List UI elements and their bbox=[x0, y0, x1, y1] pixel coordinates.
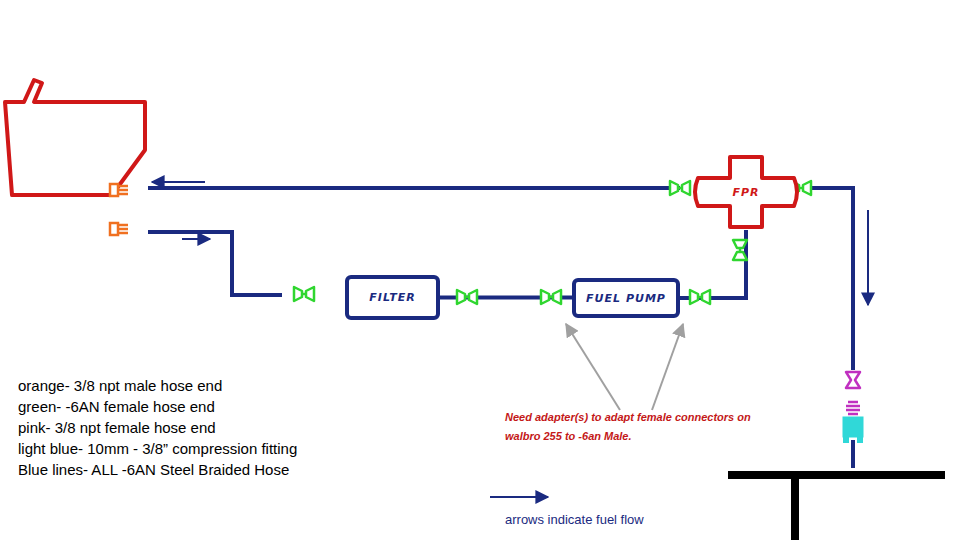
an-fitting bbox=[670, 181, 690, 195]
key-line: light blue- 10mm - 3/8” compression fitt… bbox=[18, 440, 297, 457]
key-line: Blue lines- ALL -6AN Steel Braided Hose bbox=[18, 461, 289, 478]
node-label: FPR bbox=[732, 186, 759, 199]
an-fitting bbox=[690, 290, 710, 304]
pump-box: FUEL PUMP bbox=[572, 278, 680, 318]
an-fitting bbox=[541, 290, 561, 304]
node-label: FILTER bbox=[369, 291, 415, 304]
npt-male-fitting bbox=[110, 223, 128, 235]
npt-male-fitting bbox=[110, 184, 128, 196]
an-fitting bbox=[733, 240, 747, 260]
key-line: orange- 3/8 npt male hose end bbox=[18, 377, 222, 394]
key-line: pink- 3/8 npt female hose end bbox=[18, 419, 216, 436]
an-fitting bbox=[294, 287, 314, 301]
legend-text: arrows indicate fuel flow bbox=[505, 512, 644, 527]
leader-arrow bbox=[566, 324, 683, 410]
hose-connector bbox=[680, 230, 746, 298]
filter-box: FILTER bbox=[345, 275, 440, 320]
fuel-tank bbox=[5, 80, 145, 195]
npt-female-fitting bbox=[846, 372, 860, 388]
node-label: FUEL PUMP bbox=[586, 292, 666, 305]
braided-hose bbox=[148, 188, 853, 468]
adapter-note: Need adapter(s) to adapt female connecto… bbox=[505, 408, 775, 446]
compression-fitting bbox=[843, 402, 863, 443]
regulator-shape: FPR bbox=[690, 154, 802, 230]
an-fitting bbox=[457, 290, 477, 304]
fuel-rail bbox=[728, 475, 945, 540]
key-line: green- -6AN female hose end bbox=[18, 398, 215, 415]
